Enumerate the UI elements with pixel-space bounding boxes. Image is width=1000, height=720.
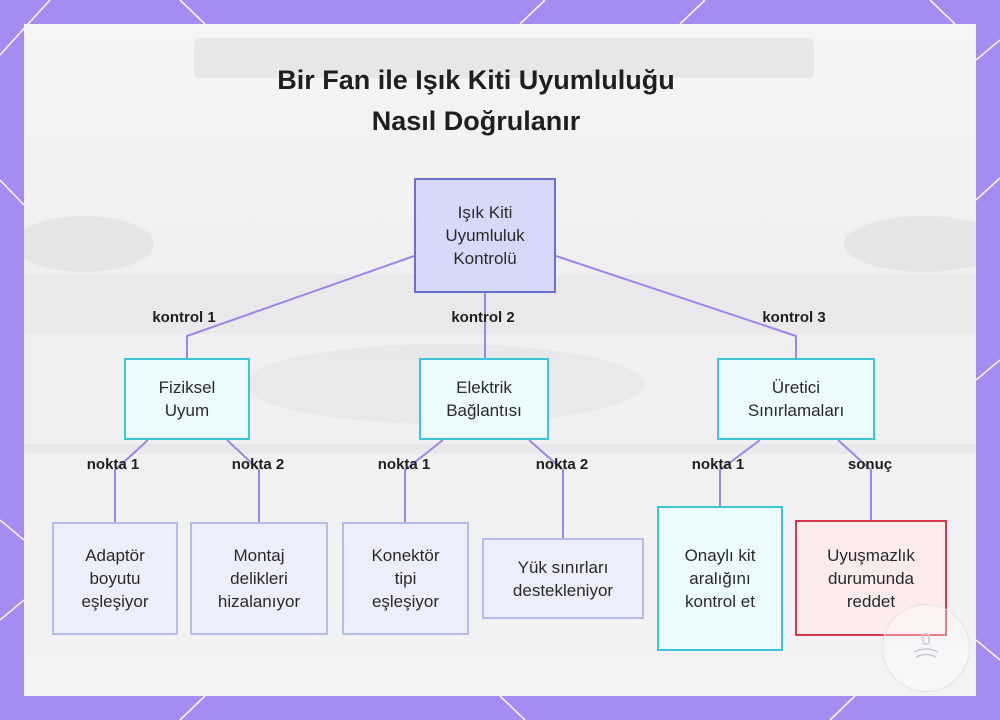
watermark-icon <box>906 628 946 668</box>
branch-node-label: Fiziksel Uyum <box>159 376 216 422</box>
branch-node-manufacturer-limits: Üretici Sınırlamaları <box>717 358 875 440</box>
edge-label-point: nokta 2 <box>536 456 589 473</box>
leaf-node-label: Yük sınırları destekleniyor <box>513 556 613 602</box>
leaf-node-label: Konektör tipi eşleşiyor <box>371 544 439 613</box>
root-node: Işık Kiti Uyumluluk Kontrolü <box>414 178 556 293</box>
edge-label-control-3: kontrol 3 <box>762 309 825 326</box>
root-node-label: Işık Kiti Uyumluluk Kontrolü <box>445 201 524 270</box>
leaf-node-label: Uyuşmazlık durumunda reddet <box>827 544 915 613</box>
leaf-node-adapter-size: Adaptör boyutu eşleşiyor <box>52 522 178 635</box>
leaf-node-label: Onaylı kit aralığını kontrol et <box>685 544 756 613</box>
leaf-node-mounting-holes: Montaj delikleri hizalanıyor <box>190 522 328 635</box>
edge-label-point: nokta 1 <box>87 456 140 473</box>
branch-node-physical-fit: Fiziksel Uyum <box>124 358 250 440</box>
edge-label-point: nokta 1 <box>692 456 745 473</box>
leaf-node-label: Adaptör boyutu eşleşiyor <box>81 544 148 613</box>
leaf-node-label: Montaj delikleri hizalanıyor <box>218 544 300 613</box>
edge-label-point: nokta 1 <box>378 456 431 473</box>
leaf-node-approved-kit-range: Onaylı kit aralığını kontrol et <box>657 506 783 651</box>
leaf-node-connector-type: Konektör tipi eşleşiyor <box>342 522 469 635</box>
branch-node-label: Üretici Sınırlamaları <box>748 376 844 422</box>
edge-label-result: sonuç <box>848 456 892 473</box>
watermark-badge <box>882 604 970 692</box>
edge-label-control-2: kontrol 2 <box>451 309 514 326</box>
edge-label-control-1: kontrol 1 <box>152 309 215 326</box>
branch-node-electrical-connection: Elektrik Bağlantısı <box>419 358 549 440</box>
edge-label-point: nokta 2 <box>232 456 285 473</box>
branch-node-label: Elektrik Bağlantısı <box>446 376 522 422</box>
leaf-node-load-limits: Yük sınırları destekleniyor <box>482 538 644 619</box>
